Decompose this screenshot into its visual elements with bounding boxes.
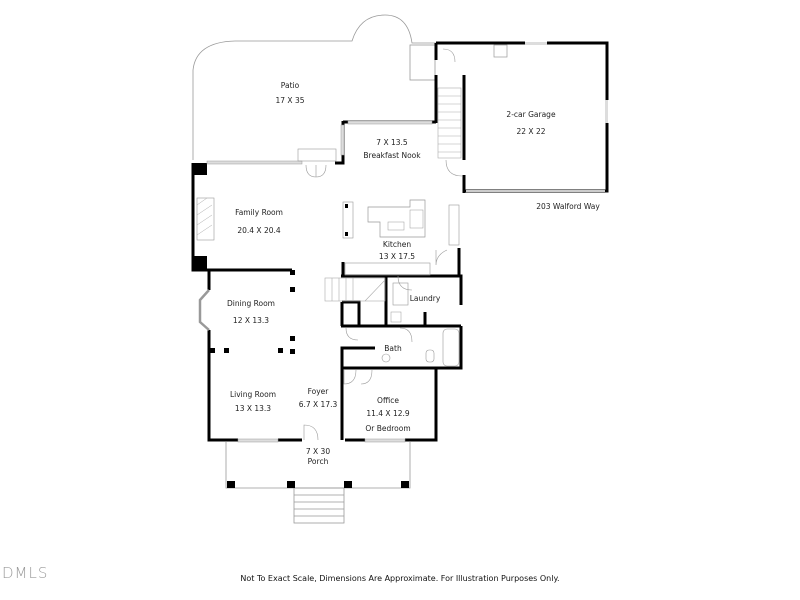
family-room-dims: 20.4 X 20.4 bbox=[237, 226, 281, 235]
porch-outline bbox=[225, 442, 411, 524]
porch-dims: 7 X 30 bbox=[305, 447, 331, 456]
porch-posts bbox=[227, 481, 409, 488]
garage-window-right bbox=[605, 100, 608, 123]
washer-dryer bbox=[392, 282, 409, 306]
laundry-name: Laundry bbox=[409, 294, 441, 303]
toilet bbox=[425, 349, 435, 363]
garage-name: 2-car Garage bbox=[506, 110, 556, 119]
laundry-sink bbox=[390, 311, 402, 323]
address-label: 203 Walford Way bbox=[536, 202, 600, 211]
dining-columns bbox=[210, 270, 295, 354]
dining-room-name: Dining Room bbox=[227, 299, 275, 308]
foyer-name: Foyer bbox=[307, 387, 329, 396]
dmls-logo: DMLS bbox=[2, 564, 49, 582]
patio-dims: 17 X 35 bbox=[275, 96, 305, 105]
garage-vent bbox=[493, 44, 508, 58]
office-dims: 11.4 X 12.9 bbox=[366, 409, 410, 418]
fireplace-hatch bbox=[196, 197, 213, 236]
dining-room-dims: 12 X 13.3 bbox=[232, 316, 270, 325]
porch-name: Porch bbox=[307, 457, 329, 466]
fireplace-block-top bbox=[193, 163, 207, 175]
kitchen-sink bbox=[387, 221, 405, 231]
garage-stairs bbox=[437, 87, 462, 159]
living-room-name: Living Room bbox=[229, 390, 277, 399]
table-post bbox=[345, 204, 348, 208]
fireplace bbox=[196, 197, 215, 241]
kitchen-island bbox=[367, 199, 426, 238]
cooktop bbox=[409, 209, 424, 229]
family-room-name: Family Room bbox=[235, 208, 283, 217]
garage-window-top bbox=[525, 42, 547, 45]
office-alt-name: Or Bedroom bbox=[365, 424, 411, 433]
living-room-dims: 13 X 13.3 bbox=[234, 404, 272, 413]
kitchen-name: Kitchen bbox=[382, 240, 412, 249]
bathtub bbox=[442, 328, 460, 367]
patio-step bbox=[409, 44, 436, 81]
kitchen-dims: 13 X 17.5 bbox=[378, 252, 416, 261]
dining-bay-window bbox=[198, 289, 210, 331]
interior-stairs bbox=[324, 277, 386, 302]
table-post bbox=[345, 232, 348, 236]
french-doors bbox=[305, 164, 327, 178]
windows bbox=[206, 120, 433, 443]
office-name: Office bbox=[377, 396, 399, 405]
door-swings bbox=[303, 48, 463, 441]
fridge bbox=[448, 204, 460, 246]
bath-sink bbox=[381, 353, 391, 363]
fireplace-block-bottom bbox=[193, 256, 207, 270]
breakfast-nook-name: Breakfast Nook bbox=[363, 151, 421, 160]
disclaimer-text: Not To Exact Scale, Dimensions Are Appro… bbox=[240, 574, 560, 583]
breakfast-nook-dims: 7 X 13.5 bbox=[376, 138, 408, 147]
patio-name: Patio bbox=[280, 81, 300, 90]
foyer-dims: 6.7 X 17.3 bbox=[298, 400, 338, 409]
patio-outline bbox=[192, 14, 437, 160]
patio-step-box bbox=[297, 148, 337, 162]
garage-dims: 22 X 22 bbox=[516, 127, 546, 136]
bath-name: Bath bbox=[384, 344, 402, 353]
coffee-table bbox=[342, 201, 354, 239]
kitchen-counter bbox=[344, 262, 431, 276]
